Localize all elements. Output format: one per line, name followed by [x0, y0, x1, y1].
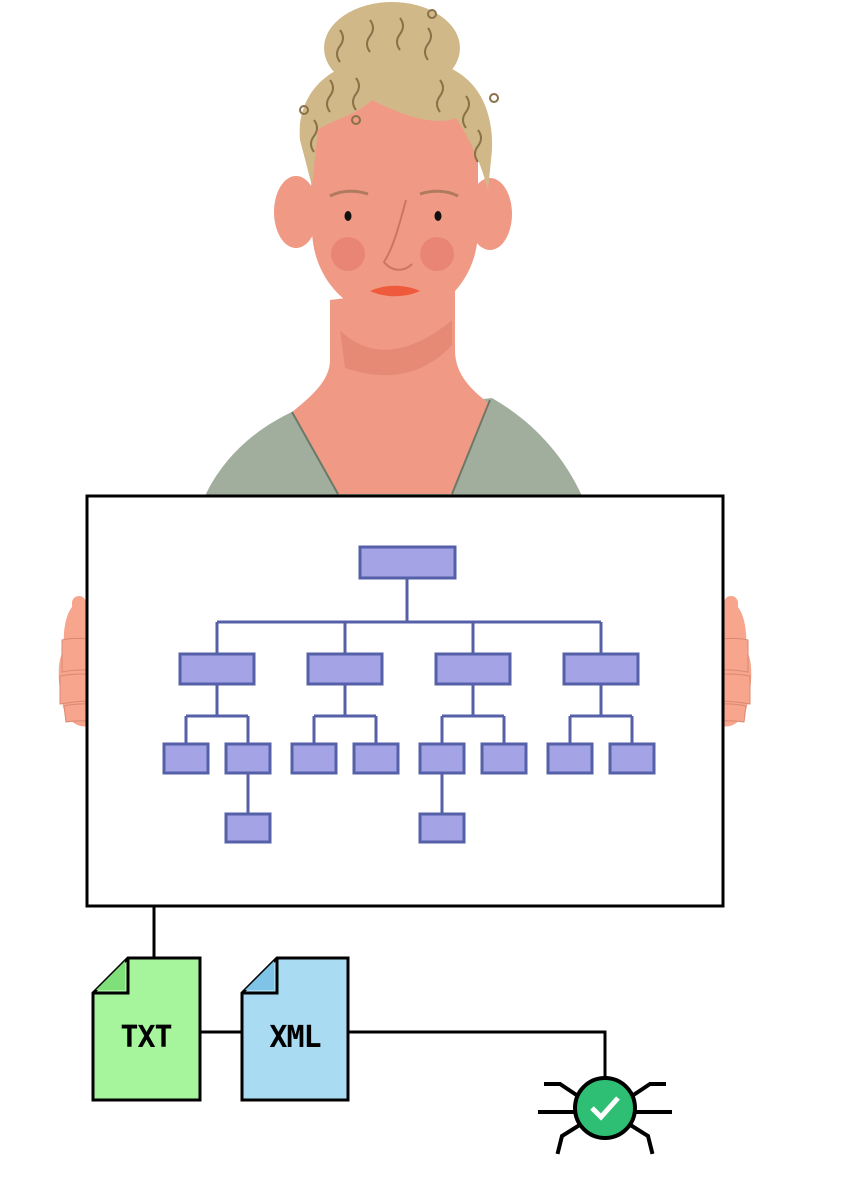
level3-node: [224, 742, 272, 775]
sitemap-nodes: [162, 545, 656, 844]
sitemap-connectors: [184, 578, 634, 814]
hair: [299, 2, 493, 190]
mouth: [370, 285, 420, 297]
level2-node: [434, 652, 512, 686]
level2-node: [306, 652, 384, 686]
neck-shadow: [340, 320, 452, 376]
pipeline-lines: [152, 906, 607, 1080]
crawler-bug-icon: [538, 1076, 672, 1155]
level2-node: [178, 652, 256, 686]
txt-file-label: TXT: [120, 1020, 171, 1055]
nose: [382, 199, 413, 271]
left-ear: [274, 176, 318, 248]
person-illustration: [205, 2, 582, 496]
level3-node: [352, 742, 400, 775]
right-cheek: [420, 237, 454, 271]
level3-node: [418, 742, 466, 775]
right-ear: [468, 178, 512, 250]
level3-node: [546, 742, 594, 775]
root-node: [358, 545, 457, 580]
left-eye: [344, 211, 352, 221]
level3-node: [162, 742, 210, 775]
level4-node: [224, 812, 272, 844]
hair-curls: [299, 9, 499, 163]
left-cheek: [331, 237, 365, 271]
level3-node: [480, 742, 528, 775]
bug-body: [573, 1076, 637, 1140]
txt-file-icon: TXT: [91, 956, 202, 1102]
right-eyebrow: [419, 189, 459, 198]
level3-node: [290, 742, 338, 775]
checkmark-icon: [590, 1096, 620, 1121]
xml-file-icon: XML: [240, 956, 350, 1102]
left-eyebrow: [329, 189, 369, 198]
level4-node: [418, 812, 466, 844]
xml-file-label: XML: [269, 1020, 320, 1055]
level2-node: [562, 652, 640, 686]
level3-node: [608, 742, 656, 775]
collar: [291, 399, 491, 495]
right-eye: [434, 211, 442, 221]
